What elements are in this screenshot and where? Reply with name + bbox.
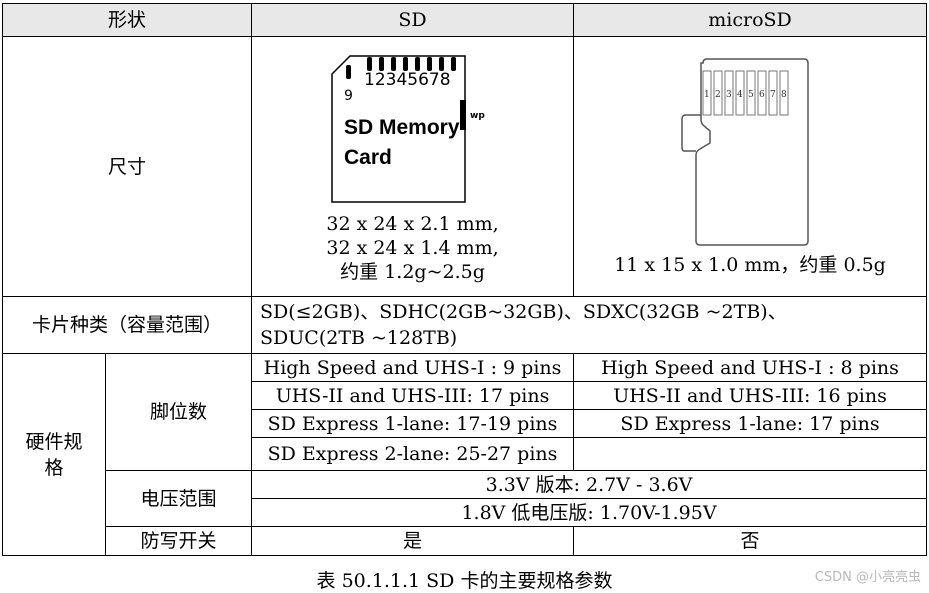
hardware-label-line1: 硬件规 — [25, 430, 83, 453]
microsd-pin-5: 5 — [748, 90, 754, 100]
micro-pins-4 — [573, 437, 928, 471]
micro-pins-3: SD Express 1-lane: 17 pins — [573, 409, 928, 438]
micro-pins-1: High Speed and UHS-I : 8 pins — [573, 353, 928, 382]
sd-pin-nine: 9 — [344, 88, 353, 104]
sd-dims-line1: 32 x 24 x 2.1 mm, — [326, 212, 499, 235]
pins-row-2: UHS-II and UHS-III: 17 pins UHS-II and U… — [3, 381, 928, 410]
sd-pins-2: UHS-II and UHS-III: 17 pins — [251, 381, 575, 410]
voltage-1v8: 1.8V 低电压版: 1.70V-1.95V — [251, 498, 928, 527]
types-line1: SD(≤2GB)、SDHC(2GB~32GB)、SDXC(32GB ~2TB)、 — [260, 301, 787, 323]
size-row: 尺寸 12345678 — [1, 36, 928, 297]
watermark: CSDN @小亮亮虫 — [814, 570, 921, 585]
sd-dims-line2: 32 x 24 x 1.4 mm, — [326, 236, 499, 259]
types-value: SD(≤2GB)、SDHC(2GB~32GB)、SDXC(32GB ~2TB)、… — [251, 296, 928, 354]
voltage-row-2: 1.8V 低电压版: 1.70V-1.95V — [3, 498, 928, 527]
sd-card-image: 12345678 9 wp SD Memory Card — [330, 54, 485, 203]
pins-row-4: SD Express 2-lane: 25-27 pins — [3, 437, 928, 471]
pins-row-1: 硬件规 格 脚位数 High Speed and UHS-I : 9 pins … — [2, 353, 928, 556]
hardware-label-line2: 格 — [44, 456, 64, 479]
sd-pin-numbers: 12345678 — [364, 70, 451, 90]
sd-pins-3: SD Express 1-lane: 17-19 pins — [251, 409, 575, 438]
microsd-card-image: 1 2 3 4 5 6 7 8 — [681, 57, 809, 246]
microsd-pin-7: 7 — [770, 90, 776, 100]
table-caption: 表 50.1.1.1 SD 卡的主要规格参数 — [316, 570, 613, 592]
microsd-pin-6: 6 — [759, 90, 765, 100]
wp-micro-value: 否 — [573, 526, 928, 556]
wp-row: 防写开关 是 否 — [3, 526, 928, 556]
sd-card-text-line2: Card — [344, 146, 392, 169]
types-line2: SDUC(2TB ~128TB) — [260, 327, 458, 349]
microsd-pin-1: 1 — [704, 90, 710, 100]
voltage-row-1: 电压范围 3.3V 版本: 2.7V - 3.6V — [3, 470, 928, 527]
microsd-pin-contacts — [702, 70, 789, 115]
microsd-pin-8: 8 — [781, 90, 787, 100]
microsd-pin-4: 4 — [737, 90, 743, 100]
sd-pin-contacts — [345, 56, 456, 79]
micro-pins-2: UHS-II and UHS-III: 16 pins — [573, 381, 928, 410]
wp-switch-label: 防写开关 — [104, 526, 253, 556]
sd-size-cell: 12345678 9 wp SD Memory Card 32 x 24 x 2… — [251, 36, 575, 297]
types-label: 卡片种类（容量范围） — [1, 296, 253, 354]
wp-sd-value: 是 — [251, 526, 575, 556]
types-row: 卡片种类（容量范围） SD(≤2GB)、SDHC(2GB~32GB)、SDXC(… — [1, 296, 928, 354]
microsd-pin-3: 3 — [726, 90, 732, 100]
header-shape: 形状 — [1, 3, 253, 37]
header-row: 形状 SD microSD — [1, 3, 928, 37]
wp-switch — [459, 99, 466, 130]
header-microsd: microSD — [573, 3, 928, 37]
size-label: 尺寸 — [1, 36, 253, 297]
wp-label: wp — [470, 111, 485, 121]
sd-weight: 约重 1.2g~2.5g — [340, 260, 485, 283]
sd-card-text-line1: SD Memory — [344, 116, 460, 139]
pins-label: 脚位数 — [104, 353, 253, 471]
hardware-label: 硬件规 格 — [2, 353, 106, 556]
microsd-size-cell: 1 2 3 4 5 6 7 8 11 x 15 x 1.0 mm，约重 0.5g — [573, 36, 928, 297]
voltage-3v3: 3.3V 版本: 2.7V - 3.6V — [251, 470, 928, 499]
sd-pins-1: High Speed and UHS-I : 9 pins — [251, 353, 575, 382]
microsd-pin-2: 2 — [715, 90, 721, 100]
sd-pins-4: SD Express 2-lane: 25-27 pins — [251, 437, 575, 471]
header-sd: SD — [251, 3, 575, 37]
pins-row-3: SD Express 1-lane: 17-19 pins SD Express… — [3, 409, 928, 438]
spec-table: 形状 SD microSD 尺寸 — [1, 3, 928, 556]
microsd-dims: 11 x 15 x 1.0 mm，约重 0.5g — [614, 253, 886, 276]
voltage-label: 电压范围 — [104, 470, 253, 527]
